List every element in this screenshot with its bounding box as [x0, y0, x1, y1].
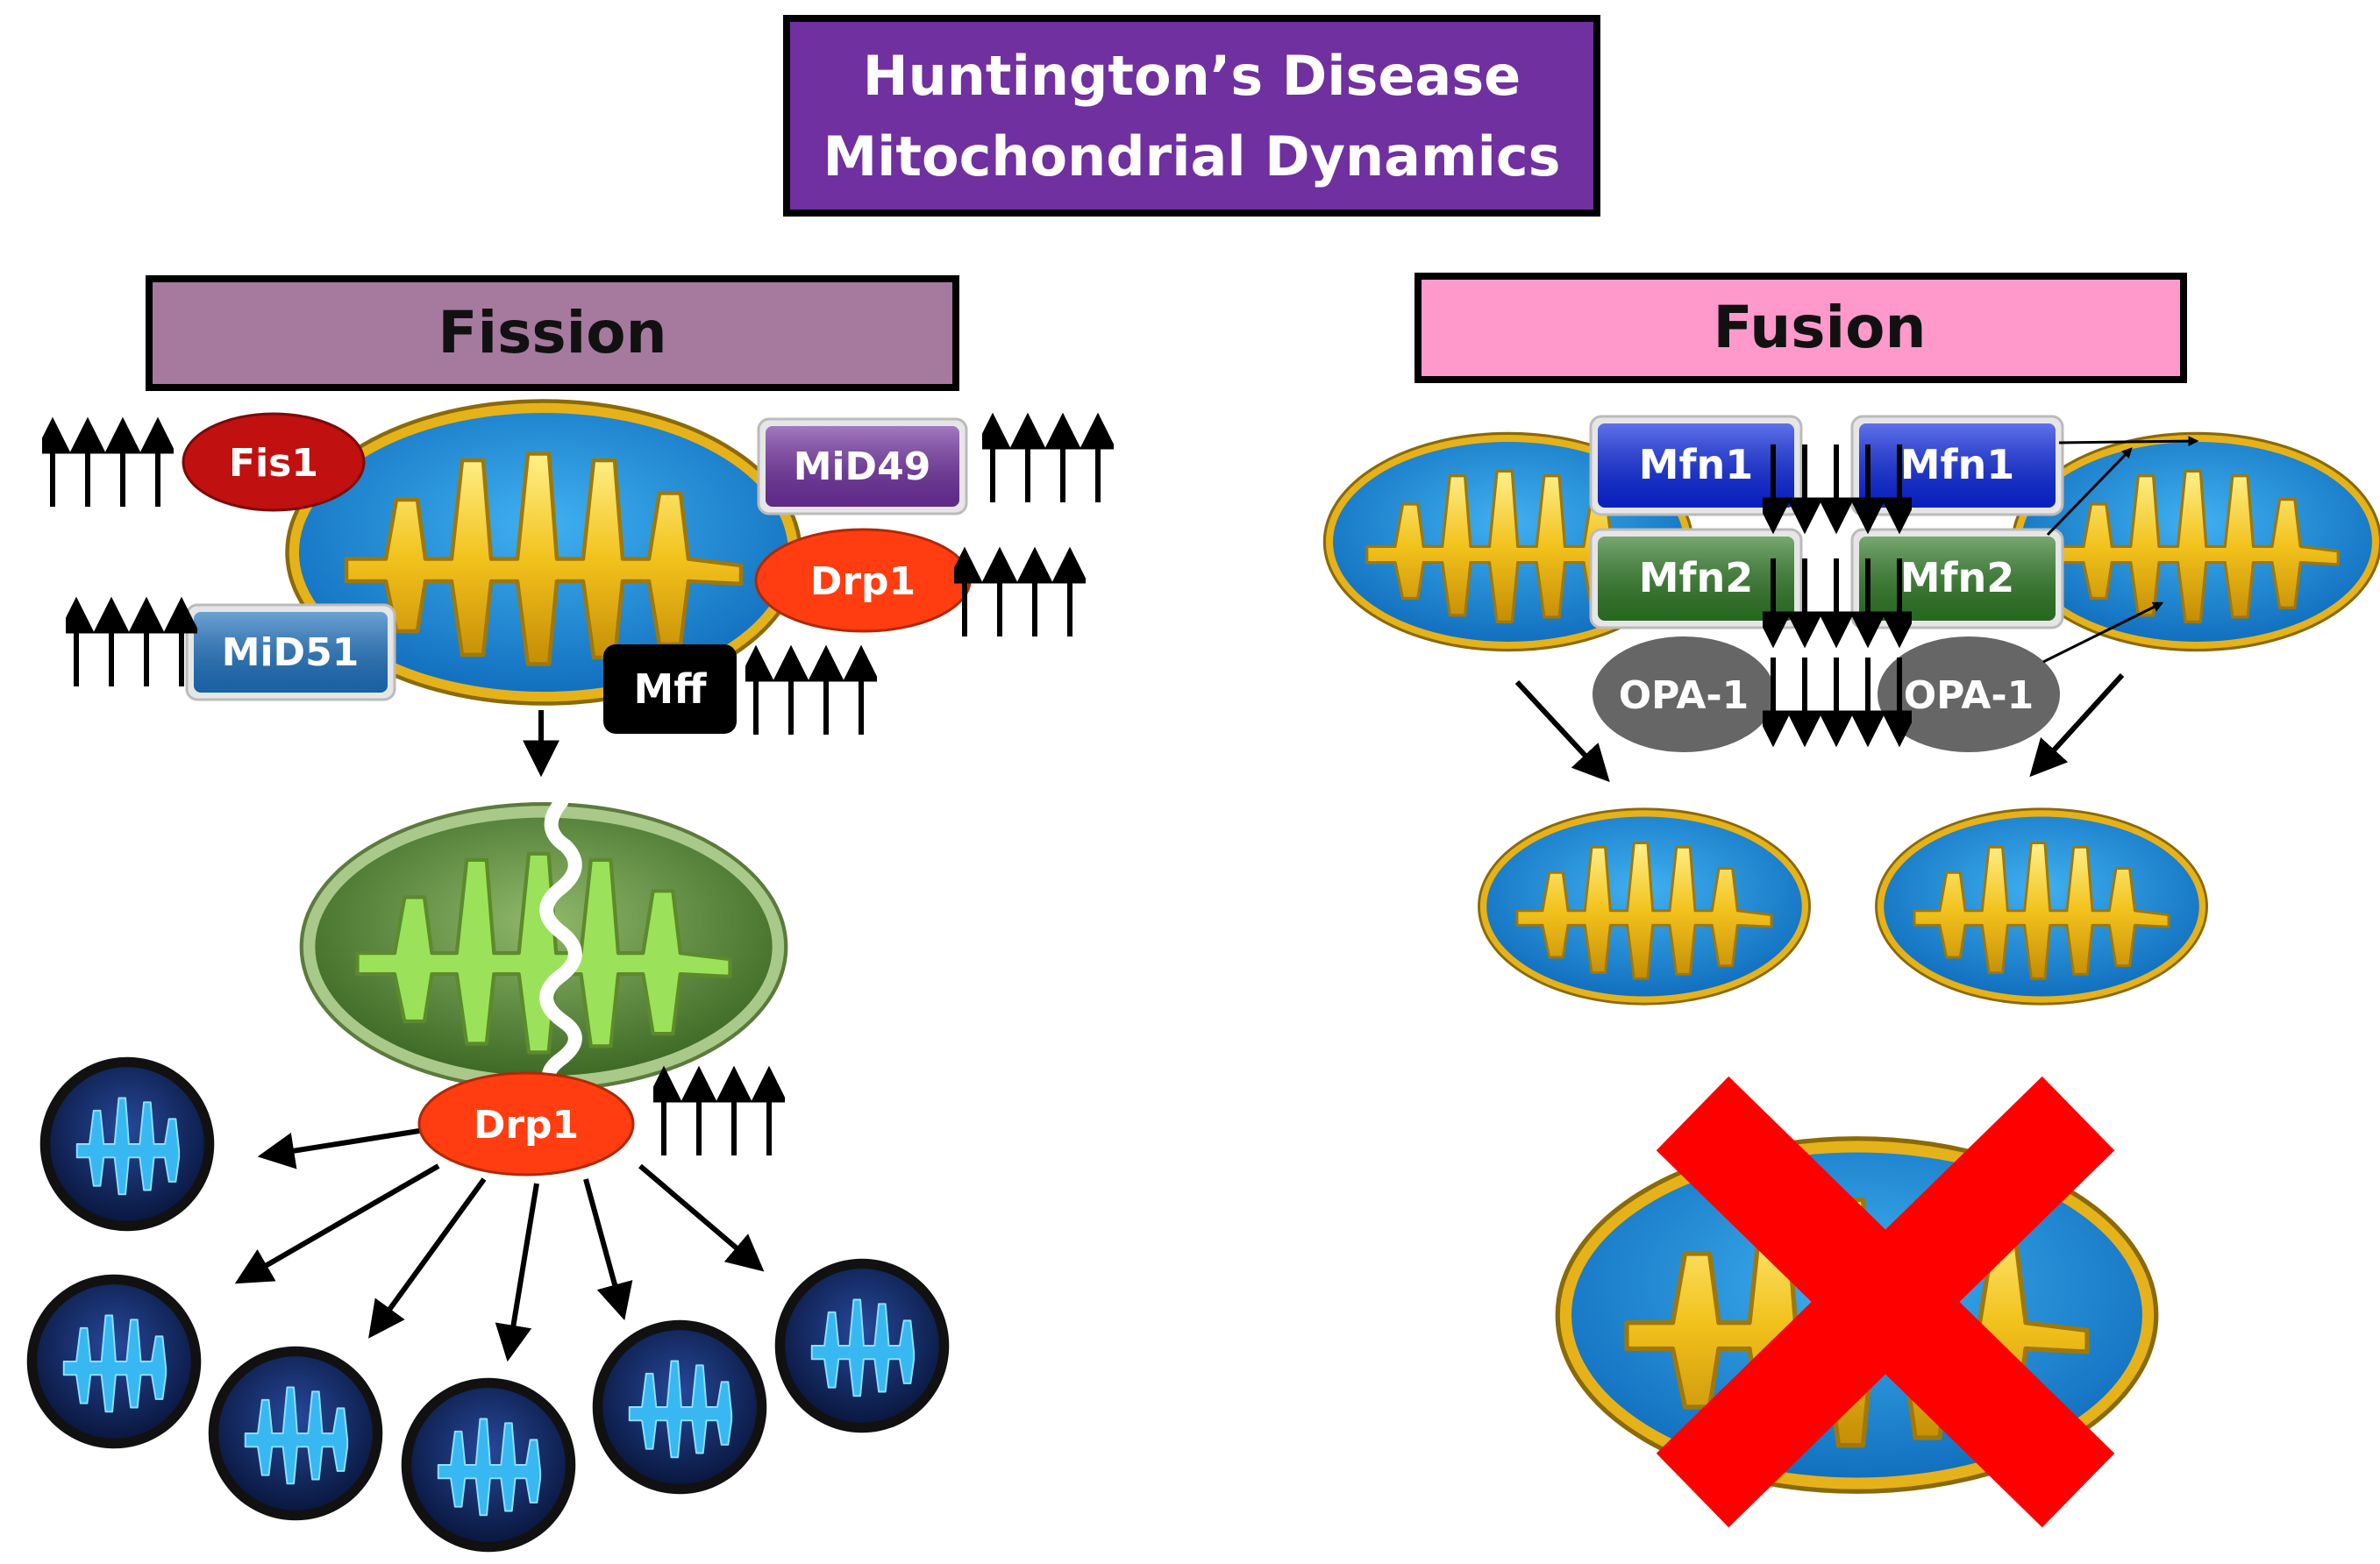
mff-protein: Mff: [603, 644, 737, 734]
drp1-bottom-increase-arrows: [664, 1073, 769, 1155]
mid51-label: MiD51: [222, 630, 360, 675]
fis1-protein: Fis1: [182, 412, 366, 512]
mfn1-right-protein: Mfn1: [1850, 415, 2064, 516]
mid49-label: MiD49: [794, 444, 931, 489]
fis1-increase-arrows: [53, 424, 158, 507]
mff-increase-arrows: [756, 652, 861, 735]
drp1-bottom-label: Drp1: [474, 1103, 579, 1148]
fragment-mitochondrion-6: [773, 1257, 951, 1434]
opa1-left-label: OPA-1: [1619, 673, 1749, 718]
fis1-label: Fis1: [229, 441, 318, 486]
mff-label: Mff: [633, 665, 707, 713]
mid51-increase-arrows: [76, 604, 182, 686]
unfused-mitochondrion-right: [1874, 807, 2209, 1006]
mfn1-left-label: Mfn1: [1639, 441, 1754, 488]
opa1-right-protein: OPA-1: [1878, 636, 2060, 752]
mfn2-right-label: Mfn2: [1900, 554, 2015, 601]
mfn1-left-protein: Mfn1: [1589, 415, 1803, 516]
fission-split-line: [539, 795, 582, 1103]
mfn1-right-label: Mfn1: [1900, 441, 2015, 488]
fragment-mitochondrion-2: [25, 1273, 203, 1450]
fragment-mitochondrion-5: [591, 1319, 768, 1496]
fusion-header-label: Fusion: [1713, 294, 1926, 361]
fusion-thin-arrows: [2042, 436, 2199, 664]
fragment-mitochondrion-4: [400, 1376, 577, 1553]
fusion-header: Fusion: [1414, 273, 2187, 383]
opa1-right-label: OPA-1: [1904, 673, 2034, 718]
drp1-bottom-protein: Drp1: [417, 1071, 635, 1177]
blocked-cross-icon: [1656, 1076, 2115, 1528]
title-line-2: Mitochondrial Dynamics: [823, 124, 1560, 188]
fragment-mitochondrion-1: [39, 1056, 216, 1233]
mfn2-left-label: Mfn2: [1639, 554, 1754, 601]
drp1-top-increase-arrows: [965, 554, 1070, 636]
opa1-left-protein: OPA-1: [1593, 636, 1775, 752]
fragmentation-arrows: [234, 1128, 765, 1362]
title-box: Huntington’s Disease Mitochondrial Dynam…: [783, 15, 1600, 217]
mid51-protein: MiD51: [185, 603, 396, 701]
title-line-1: Huntington’s Disease: [863, 44, 1521, 108]
drp1-top-protein: Drp1: [754, 528, 972, 633]
fragment-mitochondrion-3: [207, 1345, 384, 1522]
splitting-mitochondrion: [302, 804, 787, 1090]
fission-header: Fission: [146, 275, 959, 391]
mfn2-right-protein: Mfn2: [1850, 528, 2064, 629]
mfn2-left-protein: Mfn2: [1589, 528, 1803, 629]
fission-header-label: Fission: [438, 299, 666, 366]
mid49-increase-arrows: [993, 420, 1098, 502]
fusing-mitochondrion-right: [2011, 431, 2380, 652]
drp1-top-label: Drp1: [810, 559, 916, 604]
mid49-protein: MiD49: [757, 417, 968, 515]
unfused-arrows: [1514, 672, 2125, 783]
unfused-mitochondrion-left: [1477, 807, 1812, 1006]
